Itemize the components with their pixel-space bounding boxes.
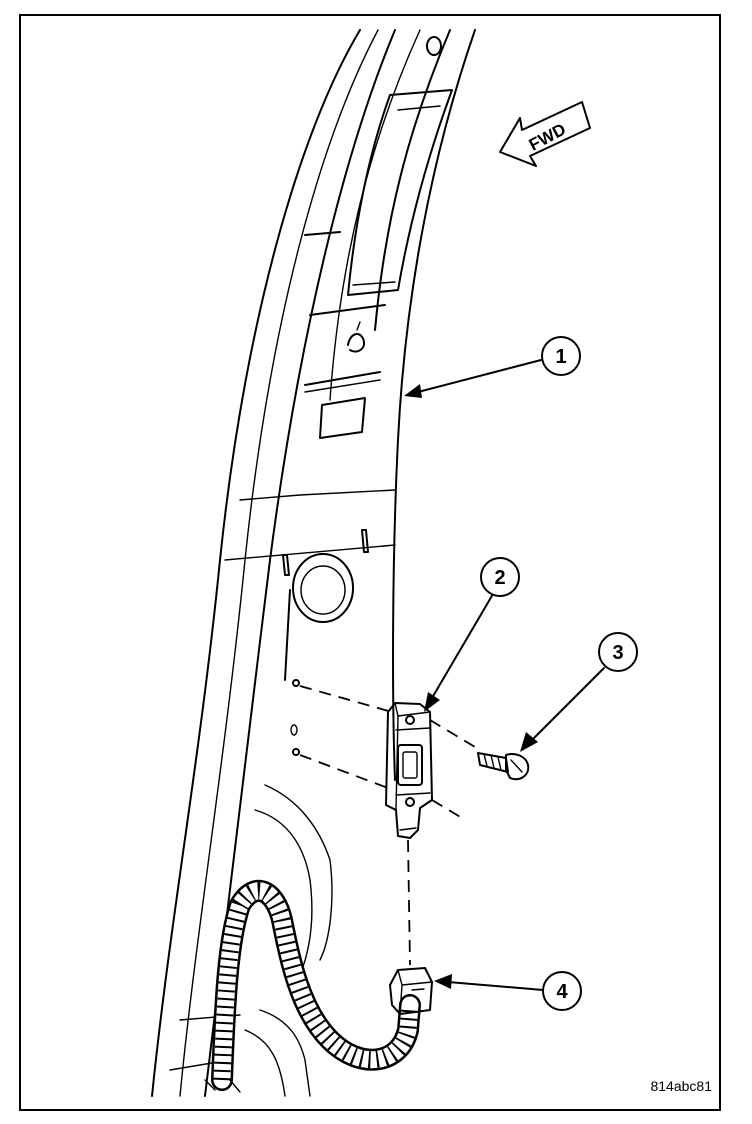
side-impact-sensor <box>385 702 433 839</box>
callout-circle <box>598 632 638 672</box>
callout-1: 1 <box>404 336 581 398</box>
callout-2: 2 <box>424 557 520 712</box>
figure-border <box>19 14 721 1111</box>
callout-circle <box>541 336 581 376</box>
figure-code: 814abc81 <box>650 1078 712 1094</box>
harness-connector <box>389 967 433 1015</box>
callout-number: 2 <box>494 567 505 589</box>
callout-circle <box>480 557 520 597</box>
callout-number: 4 <box>556 981 568 1003</box>
b-pillar-panel <box>151 29 476 1097</box>
callout-number: 1 <box>555 346 566 368</box>
wire-harness <box>204 879 421 1093</box>
callout-circle <box>542 971 582 1011</box>
forward-direction-arrow: FWD <box>499 101 591 167</box>
callout-number: 3 <box>612 642 623 664</box>
callout-3: 3 <box>520 632 638 752</box>
mounting-screw <box>477 752 530 781</box>
callout-4: 4 <box>434 971 582 1011</box>
alignment-lines <box>299 685 481 966</box>
